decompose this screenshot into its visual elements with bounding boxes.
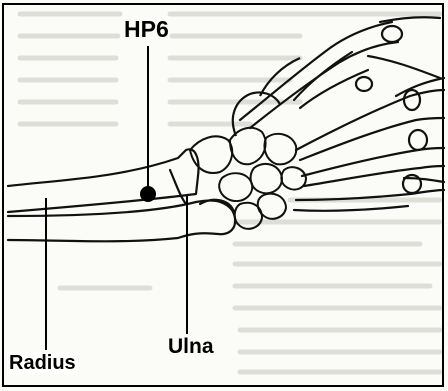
hand-bones	[240, 17, 444, 211]
ulna-bone	[8, 200, 235, 241]
distal-radius-edge	[170, 170, 186, 204]
hp6-point-marker	[140, 186, 156, 202]
carpal-bones	[190, 128, 306, 229]
radius-label: Radius	[7, 352, 78, 375]
radius-bone	[8, 149, 199, 212]
hp6-label: HP6	[124, 16, 169, 43]
ulna-label: Ulna	[168, 335, 214, 359]
background-text-texture	[20, 14, 440, 372]
